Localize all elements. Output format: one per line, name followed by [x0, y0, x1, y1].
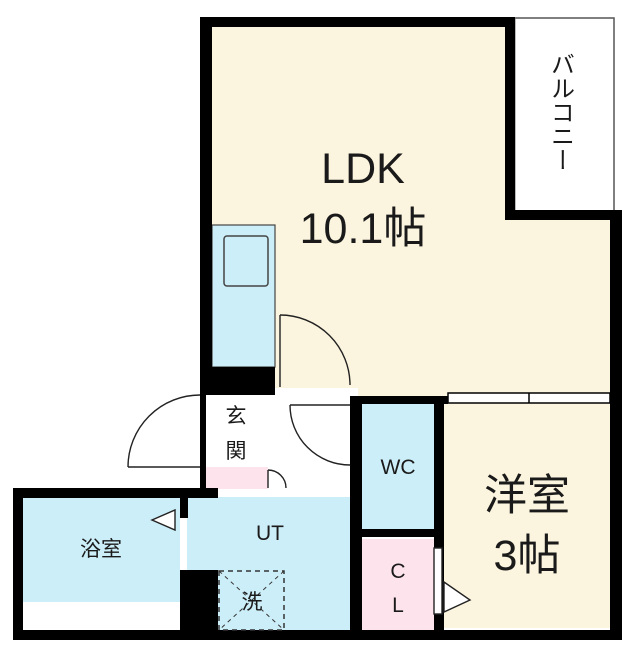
bath-door [150, 508, 176, 532]
bath-label: 浴室 [80, 538, 122, 561]
walls [13, 17, 622, 640]
closet-door [433, 547, 472, 615]
wc-floor [360, 403, 436, 529]
wc-label: WC [381, 456, 416, 479]
kitchen-sink-icon [223, 235, 269, 287]
entrance-label-1: 玄 [226, 405, 247, 428]
entrance-step [205, 467, 268, 489]
western-room-floor [442, 403, 610, 628]
closet-label-2: L [392, 594, 404, 617]
entrance-floor [205, 395, 268, 467]
sliding-door [447, 392, 611, 404]
closet-floor [360, 539, 436, 631]
washer-label: 洗 [242, 591, 263, 614]
closet-label-1: C [390, 560, 405, 583]
western-room-size: 3帖 [494, 532, 561, 580]
ldk-floor [212, 27, 610, 396]
entrance-label-2: 関 [226, 440, 247, 463]
western-room-label: 洋室 [484, 472, 570, 520]
ldk-size: 10.1帖 [300, 205, 427, 253]
ldk-label: LDK [321, 145, 405, 193]
door-swings [127, 314, 351, 489]
balcony-label: バルコニー [547, 52, 574, 172]
washer-space [218, 570, 285, 631]
bath-floor [22, 497, 180, 602]
utility-label: UT [256, 522, 284, 545]
